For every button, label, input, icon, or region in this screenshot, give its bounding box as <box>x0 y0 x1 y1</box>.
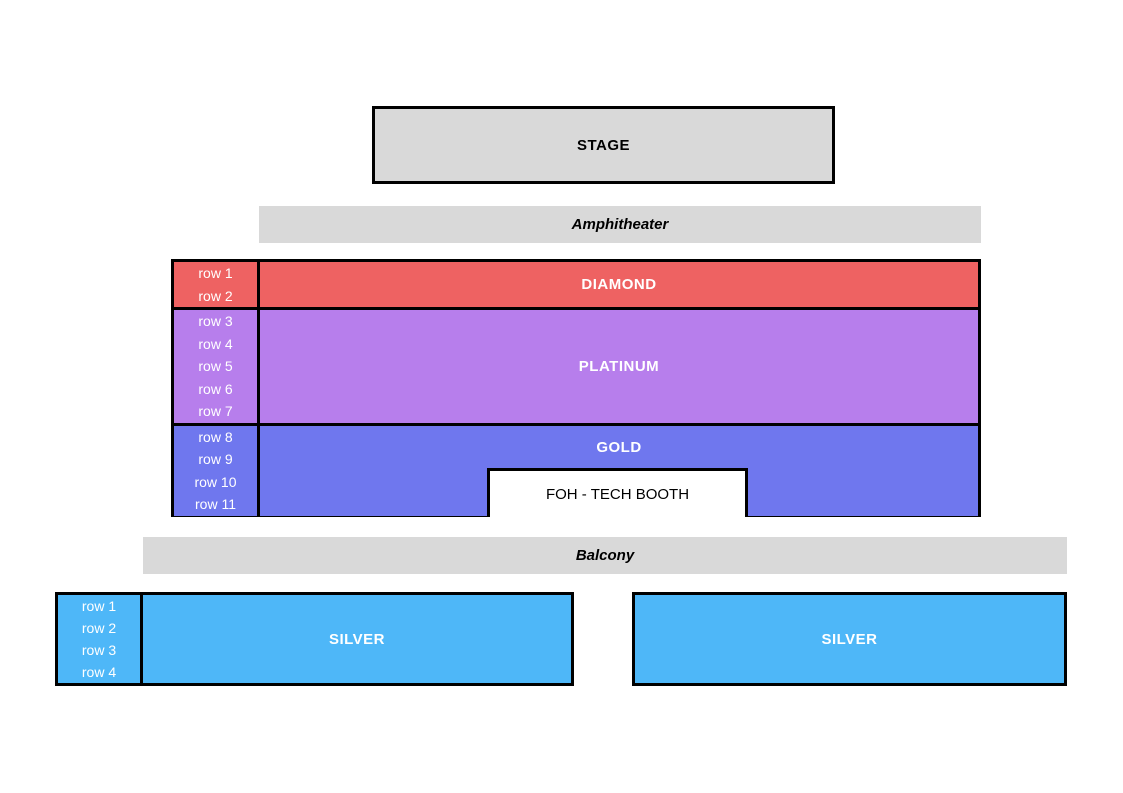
row-label: row 1 <box>81 598 117 614</box>
row-label: row 3 <box>81 642 117 658</box>
silver-left-section-label: SILVER <box>328 630 386 648</box>
diamond-section-label: DIAMOND <box>581 276 657 293</box>
row-label: row 2 <box>198 287 233 304</box>
amphitheater-seating-block: row 1 row 2 DIAMOND row 3 row 4 row 5 ro… <box>171 259 981 517</box>
stage-box: STAGE <box>372 106 835 184</box>
foh-tech-booth-label: FOH - TECH BOOTH <box>545 485 690 503</box>
row-label: row 7 <box>198 403 233 419</box>
silver-right-section-area: SILVER <box>635 595 1064 683</box>
row-label: row 1 <box>198 265 233 281</box>
gold-row-labels: row 8 row 9 row 10 row 11 <box>174 425 260 516</box>
section-diamond: row 1 row 2 DIAMOND <box>174 262 978 310</box>
balcony-level-bar: Balcony <box>143 537 1067 574</box>
row-label: row 10 <box>194 473 237 490</box>
row-label: row 11 <box>195 496 236 512</box>
platinum-section-area: PLATINUM <box>260 310 978 423</box>
balcony-level-label: Balcony <box>575 547 635 564</box>
foh-tech-booth: FOH - TECH BOOTH <box>487 468 748 517</box>
gold-section-area: GOLD <box>260 426 978 516</box>
row-label: row 5 <box>198 358 233 374</box>
row-label: row 4 <box>198 335 233 352</box>
amphitheater-level-label: Amphitheater <box>571 216 669 233</box>
gold-section-label: GOLD <box>596 439 642 456</box>
row-label: row 4 <box>81 664 117 680</box>
silver-right-section-label: SILVER <box>821 630 878 648</box>
row-label: row 2 <box>81 620 117 636</box>
diamond-section-area: DIAMOND <box>260 262 978 307</box>
stage-label: STAGE <box>576 136 631 154</box>
silver-left-row-labels: row 1 row 2 row 3 row 4 <box>58 595 143 683</box>
row-label: row 9 <box>198 451 233 467</box>
silver-left-section-area: SILVER <box>143 595 571 683</box>
row-label: row 8 <box>198 428 233 445</box>
amphitheater-level-bar: Amphitheater <box>259 206 981 243</box>
section-silver-right: SILVER <box>632 592 1067 686</box>
platinum-section-label: PLATINUM <box>578 357 660 375</box>
section-silver-left: row 1 row 2 row 3 row 4 SILVER <box>55 592 574 686</box>
row-label: row 6 <box>198 380 233 397</box>
platinum-row-labels: row 3 row 4 row 5 row 6 row 7 <box>174 310 260 423</box>
diamond-row-labels: row 1 row 2 <box>174 262 260 307</box>
section-platinum: row 3 row 4 row 5 row 6 row 7 PLATINUM <box>174 310 978 426</box>
row-label: row 3 <box>198 313 233 329</box>
